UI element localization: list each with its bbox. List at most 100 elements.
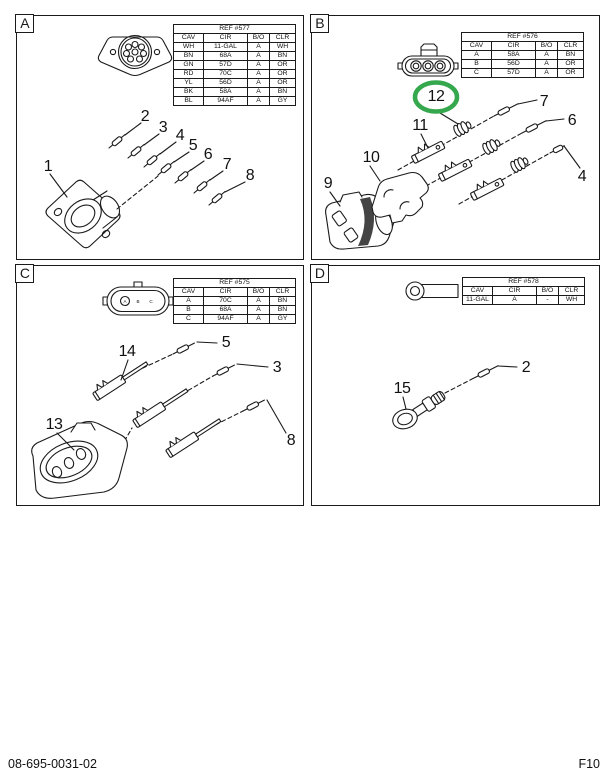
col-header: B/O xyxy=(247,33,270,43)
panel-d-letter: D xyxy=(310,264,330,284)
ring-terminal xyxy=(392,390,446,430)
connector-face-icon: A B C xyxy=(102,281,174,316)
panel-b-letter: B xyxy=(310,14,330,34)
pin-3 xyxy=(211,362,237,379)
callout-1: 1 xyxy=(43,158,53,175)
callout-11: 11 xyxy=(412,117,428,134)
seal-row3 xyxy=(508,154,531,174)
pin-4 xyxy=(141,151,163,170)
callout-2: 2 xyxy=(521,359,531,376)
col-header: CAV xyxy=(461,41,492,51)
table-title: REF #576 xyxy=(461,32,584,42)
callout-6: 6 xyxy=(203,146,213,163)
leader-lines xyxy=(49,122,246,198)
callout-12-highlighted: 12 xyxy=(427,88,445,105)
col-header: CLR xyxy=(269,287,296,297)
table-title: REF #577 xyxy=(173,24,296,34)
connector-socket xyxy=(45,179,121,249)
col-header: CIR xyxy=(491,41,536,51)
panel-letter-text: B xyxy=(315,15,325,32)
callout-8: 8 xyxy=(286,432,296,449)
col-header: B/O xyxy=(247,287,270,297)
col-header: CIR xyxy=(203,287,248,297)
callout-6: 6 xyxy=(567,112,577,129)
panel-d-drawing xyxy=(392,281,518,430)
callout-3: 3 xyxy=(158,119,168,136)
col-header: CLR xyxy=(269,33,296,43)
panel-b-drawing xyxy=(325,43,581,250)
assembly-axis-dashed xyxy=(444,377,475,394)
pin-3 xyxy=(125,142,147,161)
seal-12 xyxy=(451,118,474,138)
cavity-label-c: C xyxy=(149,299,153,304)
leader-lines xyxy=(329,99,581,207)
callout-4: 4 xyxy=(577,168,587,185)
terminal-row3 xyxy=(467,172,505,202)
cavity-label-b: B xyxy=(136,299,139,304)
ring-terminal-icon xyxy=(405,281,459,301)
callout-5: 5 xyxy=(221,334,231,351)
callout-15: 15 xyxy=(393,380,411,397)
pin-6 xyxy=(172,167,194,186)
callout-3: 3 xyxy=(272,359,282,376)
terminal-row2 xyxy=(129,381,190,429)
callout-13: 13 xyxy=(45,416,63,433)
panel-letter-text: A xyxy=(20,15,30,32)
seal-row2 xyxy=(480,136,503,156)
col-header: CIR xyxy=(203,33,248,43)
table-title: REF #575 xyxy=(173,278,296,288)
pin-8 xyxy=(206,189,228,208)
col-header: CLR xyxy=(558,286,585,296)
col-header: B/O xyxy=(535,41,558,51)
connector-face-icon xyxy=(397,43,459,77)
panel-letter-text: D xyxy=(314,265,325,282)
pin-7 xyxy=(492,101,520,119)
col-header: CAV xyxy=(462,286,493,296)
callout-7: 7 xyxy=(539,93,549,110)
pin-2 xyxy=(106,132,128,151)
callout-5: 5 xyxy=(188,137,198,154)
callout-8: 8 xyxy=(245,167,255,184)
figure-number: F10 xyxy=(578,757,600,771)
callout-9: 9 xyxy=(323,175,333,192)
col-header: CIR xyxy=(492,286,537,296)
terminal-14 xyxy=(89,354,150,402)
terminal-row3 xyxy=(162,411,223,459)
panel-c: A B C xyxy=(15,264,304,506)
cavity-label-a: A xyxy=(123,299,127,304)
callout-2: 2 xyxy=(140,108,150,125)
terminal-11 xyxy=(408,135,446,165)
pin-5 xyxy=(155,159,177,178)
col-header: B/O xyxy=(536,286,559,296)
pin-5 xyxy=(171,340,197,357)
pin-7 xyxy=(191,177,213,196)
panel-c-letter: C xyxy=(15,264,35,284)
col-header: CAV xyxy=(173,33,204,43)
pin-2 xyxy=(473,365,499,379)
connector-face-icon xyxy=(97,34,173,77)
callout-14: 14 xyxy=(118,343,136,360)
assembly-axis-dashed xyxy=(116,175,159,210)
pin-8 xyxy=(241,397,267,414)
